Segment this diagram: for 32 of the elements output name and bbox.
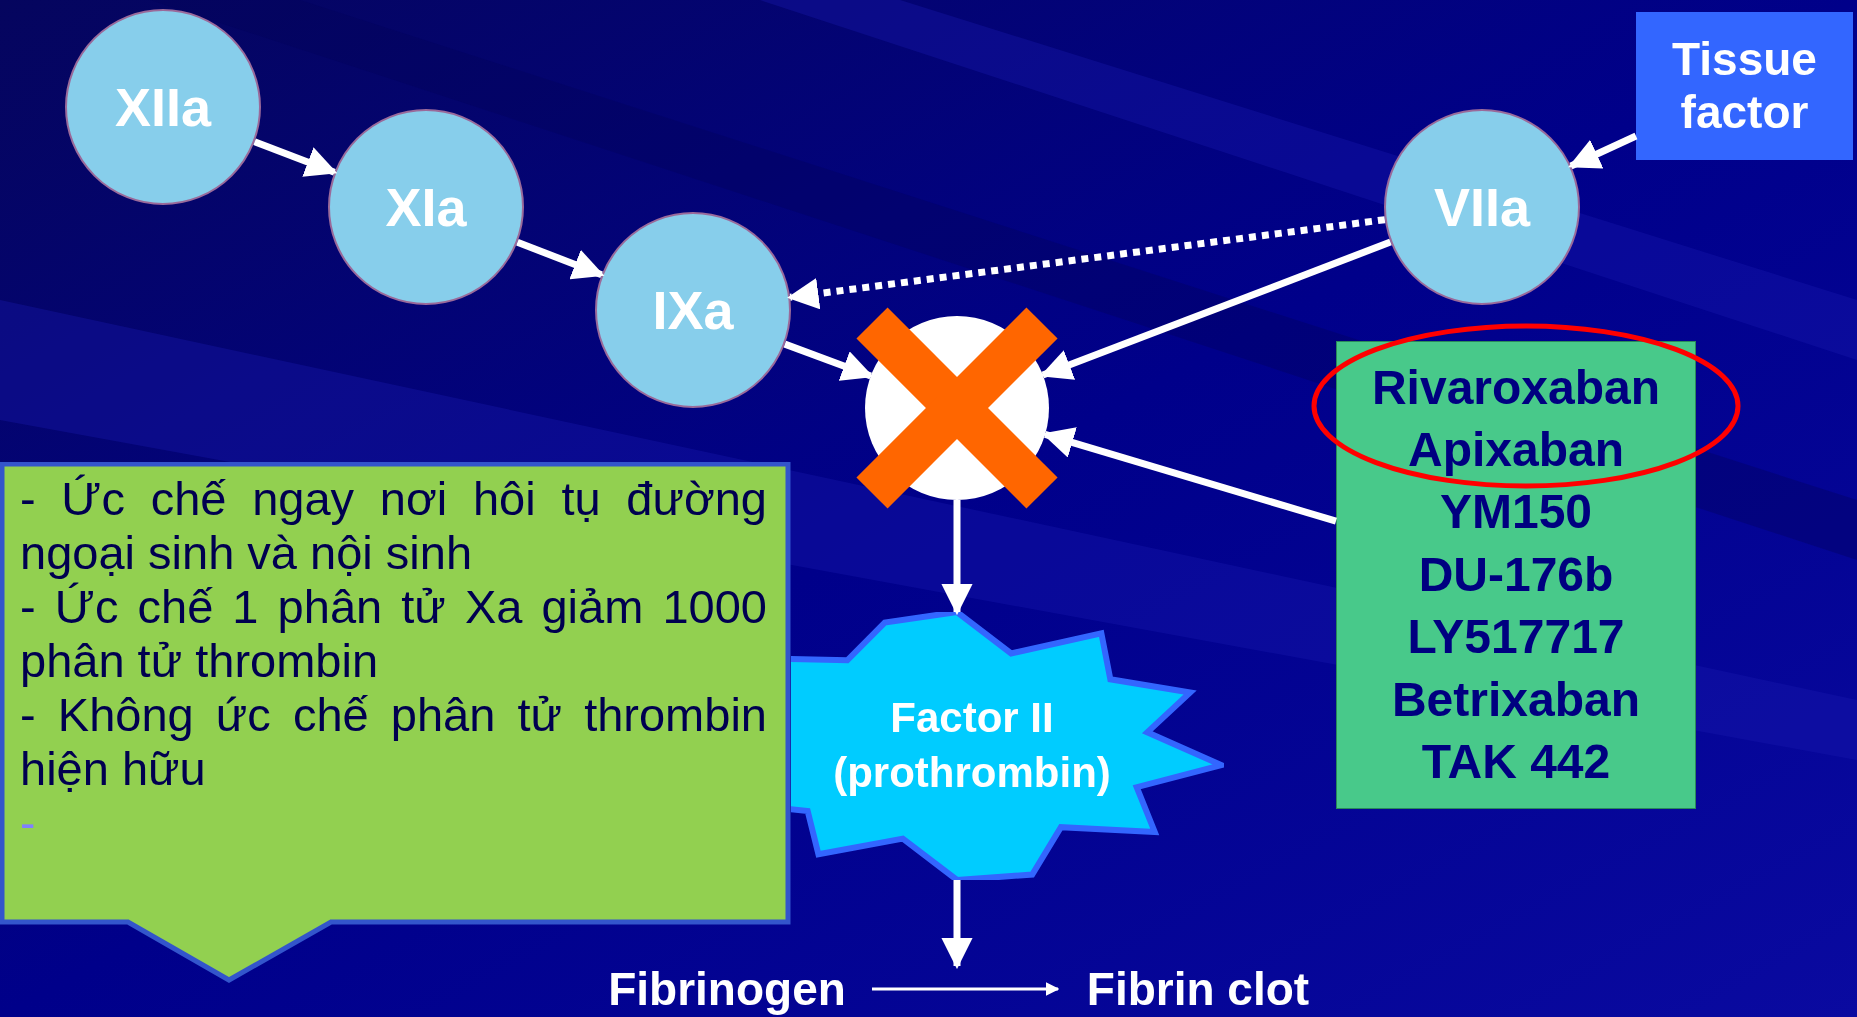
callout-bullet: - [20, 796, 36, 850]
starburst-shape [791, 612, 1224, 880]
arrow [1042, 427, 1337, 525]
factor-ii-label: Factor II (prothrombin) [832, 693, 1112, 798]
callout-text: - Ức chế ngay nơi hôi tụ đường ngoại sinh và nội sinh [20, 472, 767, 580]
callout-text: - Ức chế 1 phân tử Xa giảm 1000 phân tử thrombin [20, 580, 767, 688]
drug-name: LY517717 [1407, 609, 1625, 666]
arrow [1568, 132, 1638, 170]
arrow [783, 340, 874, 381]
drug-name: YM150 [1439, 484, 1593, 541]
drug-name: Rivaroxaban [1371, 359, 1661, 416]
step-label: Fibrin clot [1058, 962, 1338, 1016]
arrow [872, 982, 1060, 996]
drug-name: DU-176b [1418, 546, 1614, 603]
factor-label: IXa [652, 283, 734, 337]
arrow [253, 138, 338, 177]
drug-name: Apixaban [1407, 422, 1624, 478]
drug-name: Betrixaban [1391, 671, 1641, 728]
tissue-factor-box [1636, 12, 1853, 160]
arrow [941, 880, 973, 970]
tissue-factor-label: Tissue factor [1671, 33, 1818, 139]
factor-label: XIa [385, 180, 467, 234]
arrow [941, 500, 973, 616]
step-label: Fibrinogen [582, 962, 872, 1016]
factor-label: VIIa [1433, 180, 1531, 234]
drug-list-box [1336, 341, 1696, 809]
arrow [516, 239, 605, 280]
factor-label: XIIa [114, 80, 212, 134]
arrow [787, 216, 1386, 310]
callout-text: - Không ức chế phân tử thrombin hiện hữu [20, 688, 767, 796]
drug-name: TAK 442 [1421, 733, 1611, 790]
arrow [1040, 238, 1392, 380]
